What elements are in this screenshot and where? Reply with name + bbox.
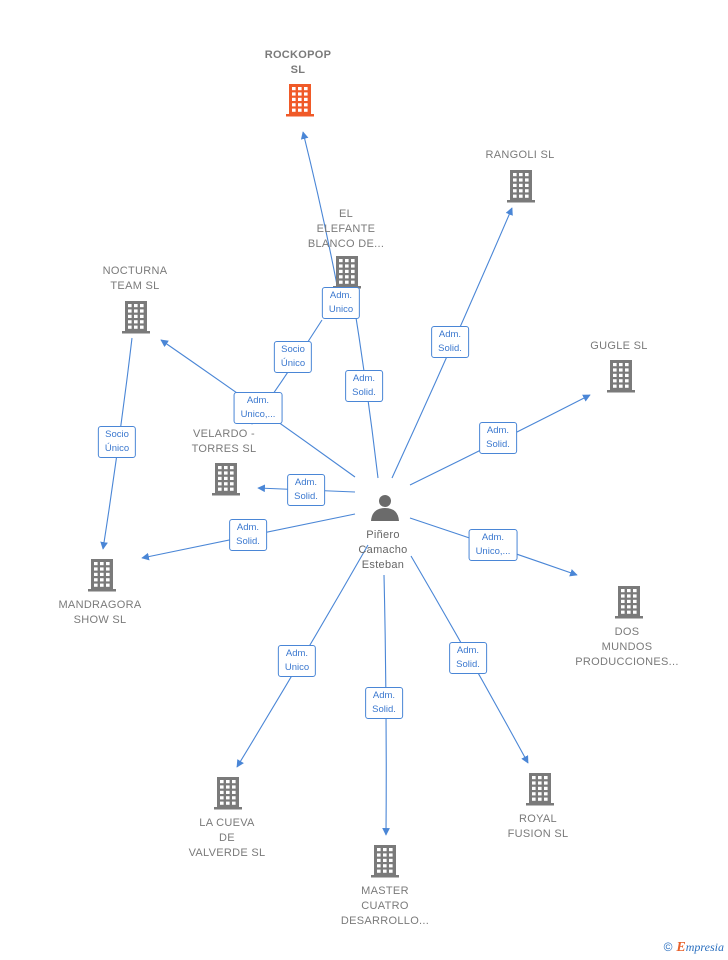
company-label-rangoli[interactable]: RANGOLI SL — [485, 149, 555, 161]
edge-label-center-nocturna[interactable]: Adm. Unico,... — [233, 392, 283, 424]
company-label-nocturna[interactable]: NOCTURNA TEAM SL — [102, 265, 168, 292]
company-label-rockopop[interactable]: ROCKOPOP SL — [264, 49, 332, 76]
building-icon[interactable] — [526, 773, 554, 806]
brand-logo: ©Empresia — [664, 940, 724, 956]
brand-name: mpresia — [685, 940, 724, 954]
building-icon[interactable] — [333, 256, 361, 289]
edge-label-center-cueva[interactable]: Adm. Unico — [277, 645, 317, 677]
building-icon[interactable] — [88, 559, 116, 592]
edge-label-elefante-velardo[interactable]: Socio Único — [273, 341, 313, 373]
edge-label-center-mandragora[interactable]: Adm. Solid. — [229, 519, 267, 551]
building-icon[interactable] — [286, 84, 314, 117]
person-label[interactable]: Piñero Camacho Esteban — [358, 529, 408, 571]
company-label-gugle[interactable]: GUGLE SL — [590, 340, 648, 352]
building-icon[interactable] — [212, 463, 240, 496]
copyright-icon: © — [663, 940, 673, 954]
company-label-mandragora[interactable]: MANDRAGORA SHOW SL — [58, 599, 142, 626]
building-icon[interactable] — [507, 170, 535, 203]
building-icon[interactable] — [214, 777, 242, 810]
brand-initial: E — [676, 940, 686, 955]
edge-label-center-master[interactable]: Adm. Solid. — [365, 687, 403, 719]
edge-label-center-royal[interactable]: Adm. Solid. — [449, 642, 487, 674]
building-icon[interactable] — [371, 845, 399, 878]
building-icon[interactable] — [607, 360, 635, 393]
edge-label-center-gugle[interactable]: Adm. Solid. — [479, 422, 517, 454]
company-label-cueva[interactable]: LA CUEVA DE VALVERDE SL — [188, 817, 266, 859]
edge-center-rockopop — [300, 131, 338, 286]
person-icon[interactable] — [371, 495, 399, 521]
company-label-dosmundos[interactable]: DOS MUNDOS PRODUCCIONES... — [575, 626, 679, 668]
company-label-royal[interactable]: ROYAL FUSION SL — [507, 813, 569, 840]
building-icon[interactable] — [122, 301, 150, 334]
edge-label-center-velardo[interactable]: Adm. Solid. — [287, 474, 325, 506]
company-label-velardo[interactable]: VELARDO - TORRES SL — [191, 428, 257, 455]
company-label-elefante[interactable]: EL ELEFANTE BLANCO DE... — [307, 208, 385, 250]
edge-label-center-dosmundos[interactable]: Adm. Unico,... — [468, 529, 518, 561]
edge-label-center-rangoli[interactable]: Adm. Solid. — [431, 326, 469, 358]
company-label-master[interactable]: MASTER CUATRO DESARROLLO... — [340, 885, 430, 927]
edge-label-center-elefante[interactable]: Adm. Solid. — [345, 370, 383, 402]
edge-label-nocturna-mandragora[interactable]: Socio Único — [97, 426, 137, 458]
building-icon[interactable] — [615, 586, 643, 619]
edge-label-center-rockopop[interactable]: Adm. Unico — [321, 287, 361, 319]
